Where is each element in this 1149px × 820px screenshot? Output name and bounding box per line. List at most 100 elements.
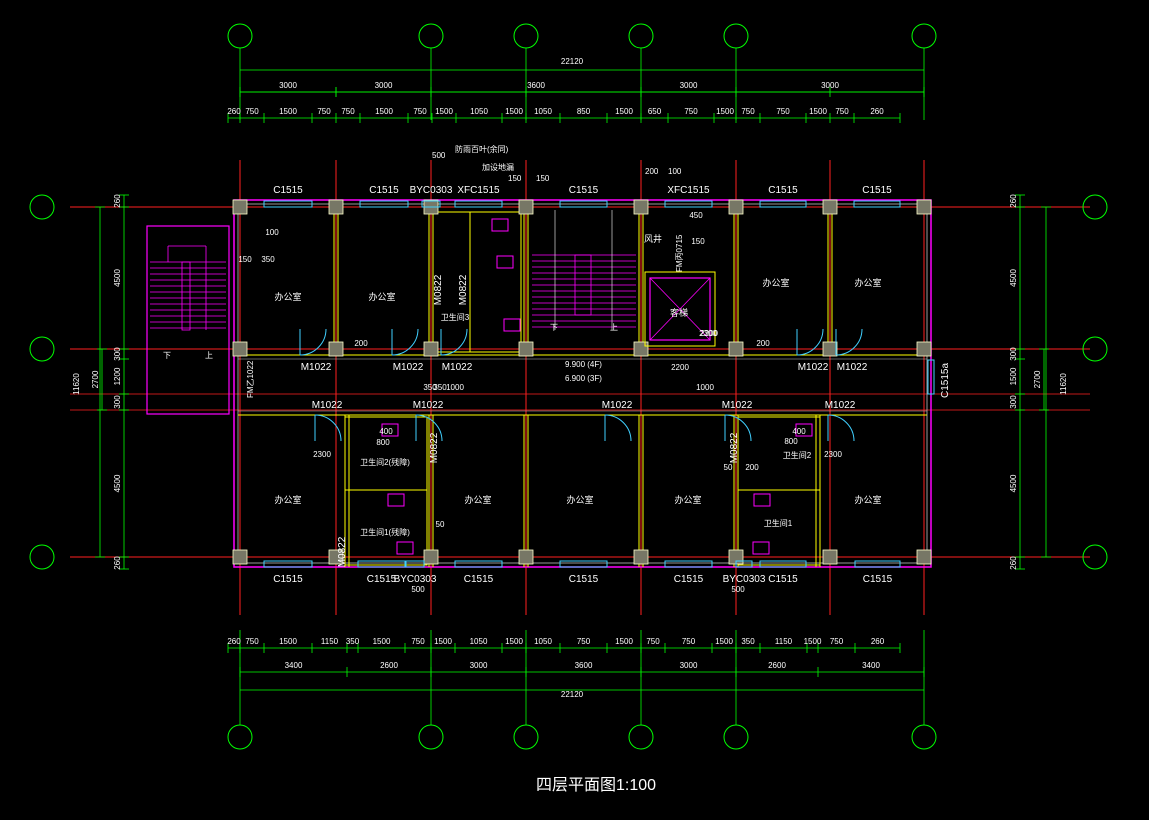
- sanitary-fixture: [503, 318, 521, 332]
- annot-150a: 150: [508, 174, 522, 183]
- room-label: 办公室: [854, 494, 881, 505]
- column: [518, 549, 534, 565]
- window-bottom-label: C1515: [768, 574, 798, 585]
- column: [423, 549, 439, 565]
- window-top-label: C1515: [569, 185, 599, 196]
- shaft-label: 风井: [644, 233, 662, 244]
- left-dim-label: 4500: [113, 474, 122, 492]
- wc-block-upper: [432, 211, 522, 353]
- stair-handrail: [181, 261, 191, 331]
- door-upper: [796, 328, 824, 356]
- door-lower: [724, 414, 752, 442]
- window-bottom: [263, 560, 313, 568]
- top-detail-label: 1500: [435, 107, 453, 116]
- column: [822, 549, 838, 565]
- bottom-detail-label: 260: [871, 637, 885, 646]
- window-top: [759, 200, 807, 208]
- sanitary-fixture: [491, 218, 509, 232]
- misc-dim-label: 500: [411, 585, 425, 594]
- room-label: 办公室: [274, 494, 301, 505]
- bottom-detail-label: 1050: [534, 637, 552, 646]
- window-bottom: [405, 560, 425, 568]
- top-detail-label: 260: [227, 107, 241, 116]
- wc-label: 卫生间2: [783, 450, 812, 460]
- column: [633, 341, 649, 357]
- stair-up-mid: 上: [610, 323, 618, 332]
- top-detail-label: 260: [870, 107, 884, 116]
- drawing-title: 四层平面图1:100: [536, 777, 656, 794]
- misc-dim-label: 2200: [700, 329, 718, 338]
- column: [328, 549, 344, 565]
- top-bay-label: 3000: [821, 81, 839, 90]
- misc-dim-label: 500: [731, 585, 745, 594]
- misc-dim-label: 150: [691, 237, 705, 246]
- top-bay-label: 3600: [527, 81, 545, 90]
- window-bottom: [854, 560, 901, 568]
- door-upper: [299, 328, 327, 356]
- column: [518, 199, 534, 215]
- bottom-detail-label: 1500: [715, 637, 733, 646]
- window-bottom-label: C1515: [863, 574, 893, 585]
- left-dim-label: 1200: [113, 367, 122, 385]
- column: [633, 199, 649, 215]
- left-dim-label: 300: [113, 395, 122, 409]
- door-upper: [835, 328, 863, 356]
- top-detail-label: 750: [835, 107, 849, 116]
- door-upper: [440, 328, 468, 356]
- door-lower-label: M1022: [722, 400, 753, 411]
- door-lower: [604, 414, 632, 442]
- top-detail-label: 750: [776, 107, 790, 116]
- window-bottom-label: BYC0303: [723, 574, 766, 585]
- window-bottom: [454, 560, 503, 568]
- sanitary-fixture: [496, 255, 514, 269]
- misc-dim-label: 400: [792, 427, 806, 436]
- column: [916, 199, 932, 215]
- top-detail-label: 1500: [615, 107, 633, 116]
- bottom-detail-label: 1500: [615, 637, 633, 646]
- top-detail-label: 1500: [809, 107, 827, 116]
- window-top-label: C1515: [768, 185, 798, 196]
- axis-bubbles: [29, 23, 1108, 750]
- elevator-cross: [649, 277, 711, 341]
- annot-200: 200: [645, 167, 659, 176]
- bottom-bay-label: 3000: [470, 661, 488, 670]
- side-window: C1515a: [940, 363, 951, 398]
- window-bottom: [735, 560, 753, 568]
- door-lower-label: M1022: [413, 400, 444, 411]
- top-detail-label: 1500: [505, 107, 523, 116]
- level-3f: 6.900 (3F): [565, 374, 602, 383]
- window-top-label: C1515: [369, 185, 399, 196]
- window-top-label: XFC1515: [667, 185, 710, 196]
- column: [728, 341, 744, 357]
- bottom-detail-label: 750: [830, 637, 844, 646]
- left-dim-label: 4500: [113, 269, 122, 287]
- overall-dim-bottom: 22120: [561, 690, 584, 699]
- elevator-label: 客梯: [670, 307, 688, 318]
- door-small-label: M0822: [458, 274, 469, 305]
- bottom-detail-label: 1500: [434, 637, 452, 646]
- column: [232, 341, 248, 357]
- top-detail-label: 1500: [375, 107, 393, 116]
- interior-wall-outline: [237, 203, 928, 564]
- misc-dim-label: 2300: [824, 450, 842, 459]
- misc-dim-label: 2300: [313, 450, 331, 459]
- window-bottom: [559, 560, 608, 568]
- window-top: [853, 200, 901, 208]
- bottom-detail-label: 1500: [804, 637, 822, 646]
- top-detail-label: 750: [317, 107, 331, 116]
- axis-bubble-right: [1082, 336, 1108, 362]
- column: [232, 199, 248, 215]
- sanitary-fixture: [752, 541, 770, 555]
- sanitary-fixture: [396, 541, 414, 555]
- column: [328, 341, 344, 357]
- axis-bubble-bottom: [628, 724, 654, 750]
- column: [822, 199, 838, 215]
- door-upper-label: M1022: [393, 362, 424, 373]
- level-4f: 9.900 (4F): [565, 360, 602, 369]
- left-dim-label: 260: [113, 194, 122, 208]
- axis-lines: [70, 160, 1090, 615]
- misc-dim-label: 350: [423, 383, 437, 392]
- annot-louver: 防雨百叶(余同): [455, 144, 509, 154]
- axis-bubble-bottom: [227, 724, 253, 750]
- right-dim-label: 260: [1009, 194, 1018, 208]
